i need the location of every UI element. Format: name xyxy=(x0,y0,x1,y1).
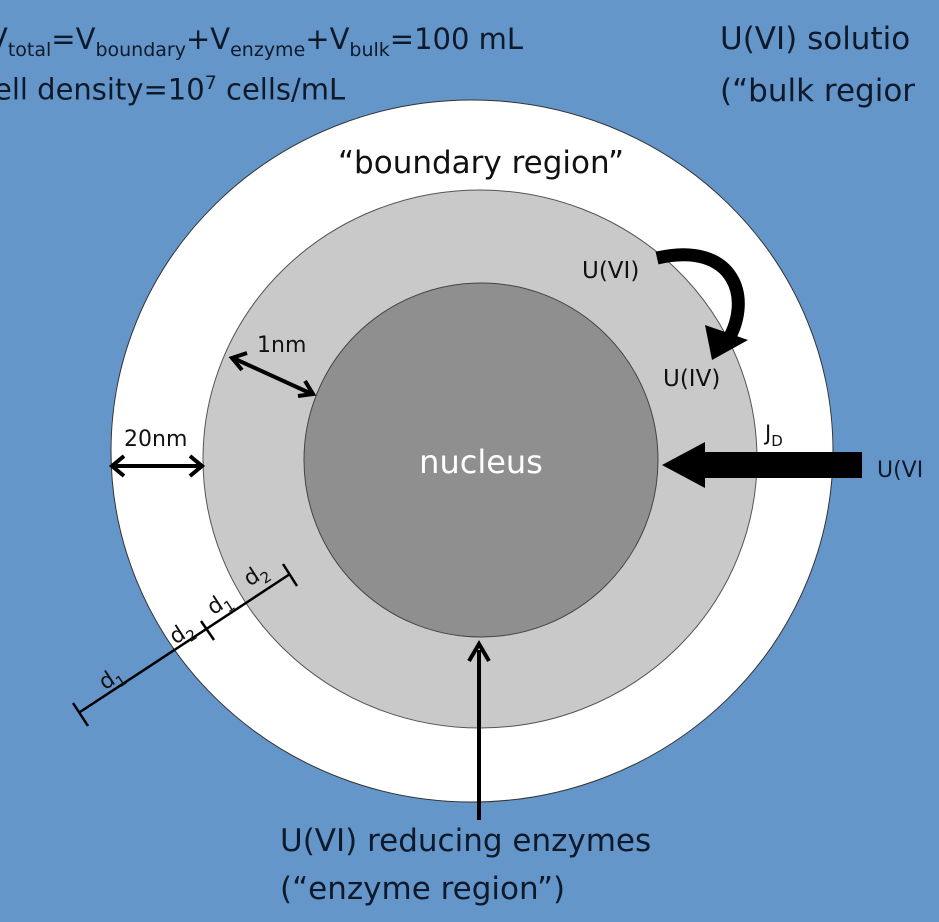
reduction-arrowhead xyxy=(705,325,748,360)
flux-arrowhead xyxy=(662,442,705,488)
uvi-label: U(VI) xyxy=(582,258,639,284)
svg-text:d1: d1 xyxy=(95,662,131,699)
enzyme-pointer-arrowhead xyxy=(467,640,491,663)
dim-1nm-arrowhead-right xyxy=(297,379,317,398)
d-scale-tick xyxy=(71,702,90,727)
nucleus xyxy=(303,282,659,638)
d1-label-outer: d1 xyxy=(95,662,131,699)
dim-20nm-arrowhead-left xyxy=(108,454,126,478)
dim-1nm-line xyxy=(232,356,313,396)
dim-20nm-arrowhead-right xyxy=(188,454,206,478)
jd-label: JD xyxy=(763,421,783,450)
d-scale-tick xyxy=(199,620,216,641)
cell-density: ell density=107 cells/mL xyxy=(0,72,346,107)
dim-1nm-label: 1nm xyxy=(257,333,306,358)
bulk-label-line2: (“bulk regior xyxy=(720,73,916,109)
d-scale-tick xyxy=(281,563,299,587)
nucleus-label: nucleus xyxy=(419,443,543,481)
bulk-uvi-label: U(VI xyxy=(877,458,923,483)
enzyme-label-line1: U(VI) reducing enzymes xyxy=(280,823,651,859)
boundary-region-label: “boundary region” xyxy=(338,145,624,181)
flux-arrow-shaft xyxy=(700,452,862,478)
reduction-arrow xyxy=(655,248,745,349)
enzyme-label-line2: (“enzyme region”) xyxy=(280,871,565,907)
dim-1nm-arrowhead-left xyxy=(228,351,248,372)
d-scale-line xyxy=(79,572,291,714)
uiv-label: U(IV) xyxy=(663,366,720,392)
volume-equation: Vtotal=Vboundary+Venzyme+Vbulk=100 mL xyxy=(0,22,524,61)
bulk-label-line1: U(VI) solutio xyxy=(720,21,911,57)
dim-20nm-label: 20nm xyxy=(124,427,187,452)
